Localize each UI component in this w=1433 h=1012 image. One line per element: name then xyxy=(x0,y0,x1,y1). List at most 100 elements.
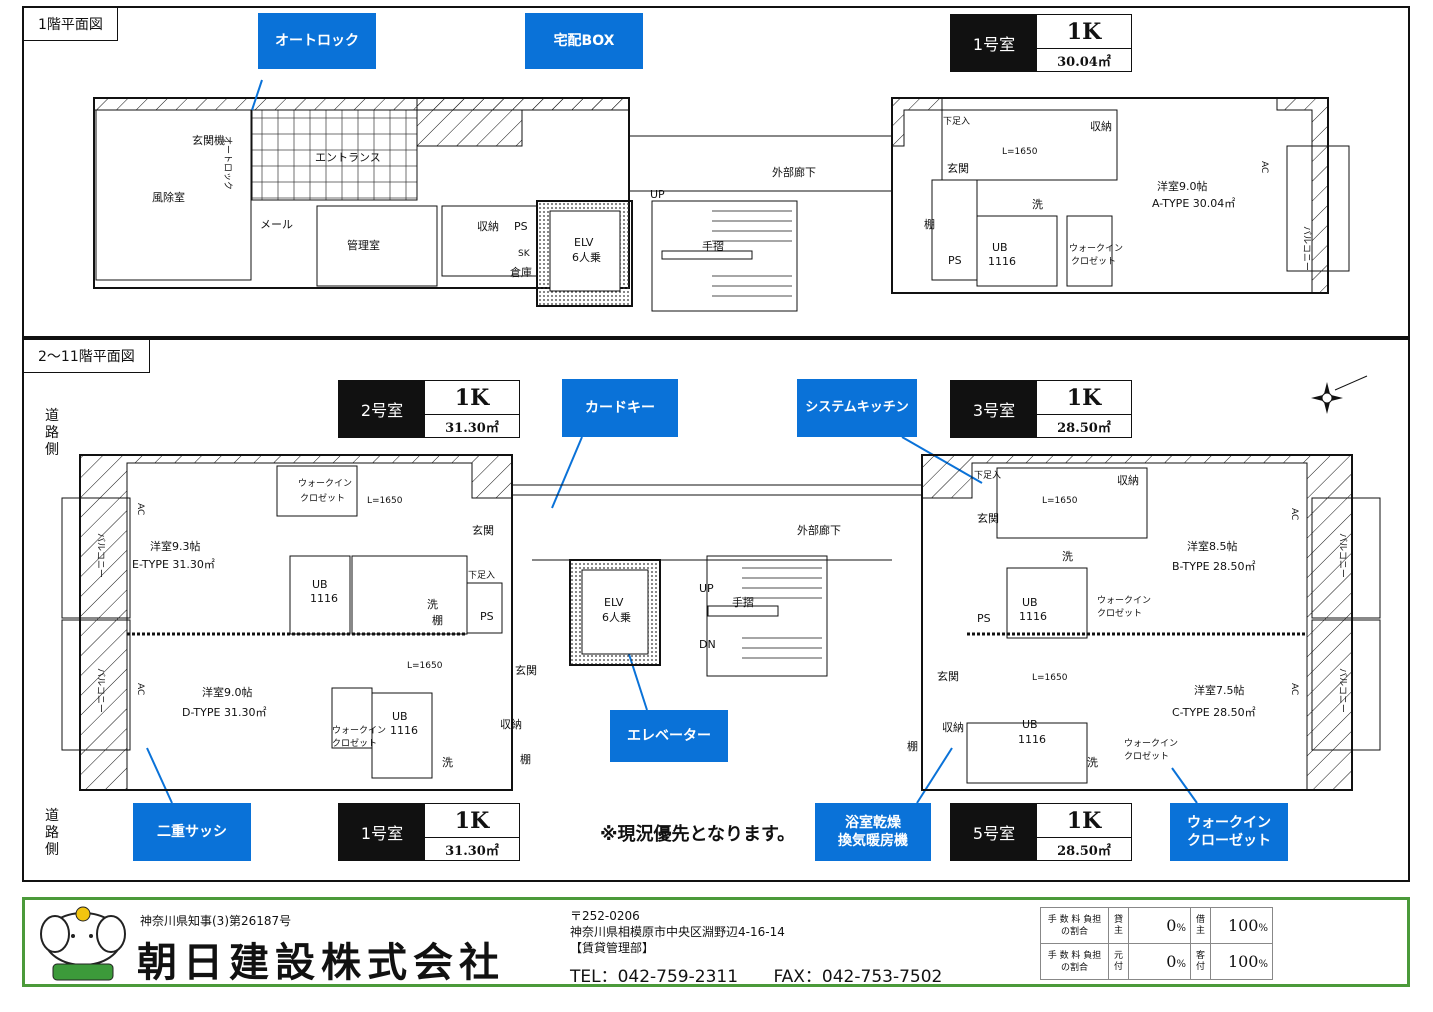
ub-size-label-d: 1116 xyxy=(390,724,418,737)
fee-party: 貸主 xyxy=(1108,907,1129,944)
fee-label: 手 数 料 負担の割合 xyxy=(1040,907,1109,944)
walkin-line2: クローゼット xyxy=(1187,833,1271,849)
gaibu-roka-label: 外部廊下 xyxy=(772,165,816,179)
shuno-label: 収納 xyxy=(477,220,499,233)
closet-label-d: クロゼット xyxy=(332,737,377,749)
elv-cap-label: 6人乗 xyxy=(572,251,601,264)
tana-label-d: 棚 xyxy=(520,752,531,766)
fee-party: 客付 xyxy=(1190,943,1211,980)
d-room-label: 洋室9.0帖 xyxy=(202,685,253,699)
b-type-label: B-TYPE 28.50㎡ xyxy=(1172,560,1256,573)
address-block: 〒252-0206 神奈川県相模原市中央区淵野辺4-16-14 【賃貸管理部】 xyxy=(570,908,785,956)
walkin-closet-callout: ウォークイン クローゼット xyxy=(1170,803,1288,861)
shuno-label-b: 収納 xyxy=(1117,474,1139,487)
sen-label-b: 洗 xyxy=(1062,550,1073,563)
up-label: UP xyxy=(650,188,665,201)
system-kitchen-callout: システムキッチン xyxy=(797,379,917,437)
road-side-top: 道路側 xyxy=(45,408,59,458)
ps-label-b: PS xyxy=(977,612,991,625)
balcony-label-e: バルコニー xyxy=(95,533,106,578)
tel-number[interactable]: TEL：042-759-2311 xyxy=(570,967,739,987)
walkin-label-d: ウォークイン xyxy=(332,725,386,736)
license-number: 神奈川県知事(3)第26187号 xyxy=(140,914,292,928)
elv-label: ELV xyxy=(604,596,624,609)
genkan-label-e: 玄関 xyxy=(472,523,494,537)
room-type: 1K xyxy=(1037,804,1131,838)
room-area: 28.50㎡ xyxy=(1057,420,1111,436)
walkin-label-c: ウォークイン xyxy=(1124,738,1178,749)
genkan-label-c: 玄関 xyxy=(937,669,959,683)
tana-label-e: 棚 xyxy=(432,613,443,627)
kanrishitsu-label: 管理室 xyxy=(347,238,380,252)
gaibu-roka-label: 外部廊下 xyxy=(797,523,841,537)
fee-label: 手 数 料 負担の割合 xyxy=(1040,943,1109,980)
note: ※現況優先となります。 xyxy=(600,824,796,845)
c-type-label: C-TYPE 28.50㎡ xyxy=(1172,706,1256,719)
company-footer: 神奈川県知事(3)第26187号 朝日建設株式会社 〒252-0206 神奈川県… xyxy=(22,897,1410,987)
bath-dryer-line2: 換気暖房機 xyxy=(838,833,908,849)
ub-size-label: 1116 xyxy=(988,255,1016,268)
fee-party: 借主 xyxy=(1190,907,1211,944)
b-room-label: 洋室8.5帖 xyxy=(1187,539,1238,553)
balcony-label-c: バルコニー xyxy=(1337,668,1348,713)
room-type: 1K xyxy=(425,804,519,838)
l1650-label-b: L=1650 xyxy=(1042,496,1078,506)
floor1-title: 1階平面図 xyxy=(24,8,118,41)
postal-code: 〒252-0206 xyxy=(570,909,640,923)
ac-label-e: AC xyxy=(135,503,145,515)
closet-label: クロゼット xyxy=(1071,255,1116,267)
road-side-bottom: 道路側 xyxy=(45,808,59,858)
l1650-label: L=1650 xyxy=(1002,147,1038,157)
elv-label: ELV xyxy=(574,236,594,249)
ac-label-c: AC xyxy=(1289,683,1299,695)
ub-label-d: UB xyxy=(392,710,408,723)
bath-dryer-line1: 浴室乾燥 xyxy=(845,814,901,831)
genkan-label: 玄関 xyxy=(947,161,969,175)
sen-label-d: 洗 xyxy=(442,756,453,769)
mail-label: メール xyxy=(260,218,293,231)
yoshitsu-label: 洋室9.0帖 xyxy=(1157,179,1208,193)
d-type-label: D-TYPE 31.30㎡ xyxy=(182,706,266,719)
ub-label-b: UB xyxy=(1022,596,1038,609)
ps-label: PS xyxy=(514,220,528,233)
shitabako-label: 下足入 xyxy=(943,116,970,127)
tesuri-label: 手摺 xyxy=(732,595,754,609)
genkan-label-b: 玄関 xyxy=(977,511,999,525)
floor2-plan: 洋室9.3帖 E-TYPE 31.30㎡ 洋室9.0帖 D-TYPE 31.30… xyxy=(61,375,1381,804)
bath-dryer-callout: 浴室乾燥 換気暖房機 xyxy=(815,803,931,861)
ub-size-label-c: 1116 xyxy=(1018,733,1046,746)
e-type-label: E-TYPE 31.30㎡ xyxy=(132,558,215,571)
room-number: 3号室 xyxy=(951,381,1037,437)
balcony-label: バルコニー xyxy=(1301,226,1312,271)
fax-number: FAX：042-753-7502 xyxy=(773,967,943,987)
tana-label-c: 棚 xyxy=(907,739,918,753)
address: 神奈川県相模原市中央区淵野辺4-16-14 xyxy=(570,925,785,939)
soko-label: 倉庫 xyxy=(510,265,532,279)
dn-label: DN xyxy=(699,638,716,651)
ps-label-a: PS xyxy=(948,254,962,267)
cardkey-callout: カードキー xyxy=(562,379,678,437)
closet-label-e: クロゼット xyxy=(300,492,345,504)
tesuri-label: 手摺 xyxy=(702,239,724,253)
elevator-callout: エレベーター xyxy=(610,710,728,762)
atype-label: A-TYPE 30.04㎡ xyxy=(1152,197,1235,210)
compass-icon xyxy=(1311,375,1368,414)
ub-label: UB xyxy=(992,241,1008,254)
room-number: 5号室 xyxy=(951,804,1037,860)
c-room-label: 洋室7.5帖 xyxy=(1194,683,1245,697)
l1650-label-e: L=1650 xyxy=(367,496,403,506)
room-area: 31.30㎡ xyxy=(445,420,499,436)
floor2-frame: 2～11階平面図 xyxy=(22,338,1410,882)
elephant-mascot-icon xyxy=(40,906,126,981)
room-number: 2号室 xyxy=(339,381,425,437)
room-area: 31.30㎡ xyxy=(445,843,499,859)
ps-label-e: PS xyxy=(480,610,494,623)
tana-label: 棚 xyxy=(924,217,935,231)
autolock-callout: オートロック xyxy=(258,13,376,69)
company-name: 朝日建設株式会社 xyxy=(137,939,505,986)
shitabako-label-e: 下足入 xyxy=(468,570,495,581)
